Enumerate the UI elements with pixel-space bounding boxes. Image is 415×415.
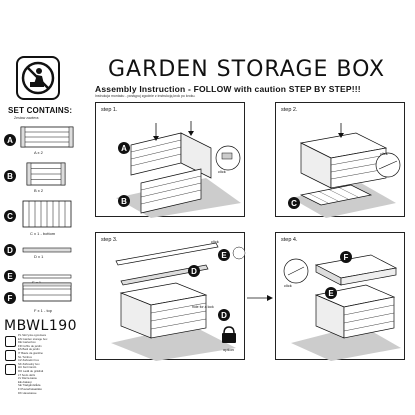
- part-e: E E x 1: [4, 270, 82, 288]
- svg-text:F: F: [344, 253, 349, 262]
- option-label: option: [223, 347, 234, 352]
- click-label: click: [380, 151, 388, 156]
- part-a: A A x 2: [4, 126, 82, 156]
- click-label: click: [218, 169, 226, 174]
- language-item: PL Skrzynia ogrodowa: [18, 333, 46, 337]
- language-item: FI Puutarhalaatikko: [18, 386, 43, 391]
- step-2-illustration: C: [288, 123, 401, 218]
- panel-b-drawing: [26, 162, 66, 186]
- svg-text:C: C: [291, 199, 297, 208]
- language-item: RO Ladă de grădină: [18, 368, 44, 373]
- part-f: F F x 1 - top: [4, 288, 82, 314]
- warning-mini-icon: [5, 350, 16, 361]
- part-caption: D x 1: [34, 254, 44, 259]
- language-item: LT Sodo dėžė: [18, 372, 36, 377]
- parts-sidebar: SET CONTAINS: Zestaw zawiera: A A x 2 B …: [4, 50, 82, 395]
- panel-c-drawing: [22, 200, 72, 228]
- svg-text:A: A: [121, 144, 127, 153]
- step-3-illustration: E D D: [111, 242, 246, 361]
- padlock-icon: [222, 326, 236, 343]
- model-number: MBWL190: [4, 318, 78, 334]
- part-caption: A x 2: [34, 150, 43, 155]
- svg-text:E: E: [328, 289, 334, 298]
- part-badge: E: [4, 270, 16, 282]
- warning-mini-icon: [5, 336, 16, 347]
- language-item: CZ Zahradní box: [18, 358, 39, 363]
- step-1-panel: step 1. A B click: [95, 102, 245, 218]
- rail-e-drawing: [22, 274, 72, 279]
- page-subtitle: Assembly Instruction - FOLLOW with cauti…: [95, 84, 361, 94]
- part-badge: C: [4, 210, 16, 222]
- part-caption: B x 2: [34, 188, 44, 193]
- click-label: click: [211, 239, 219, 244]
- part-caption: F x 1 - top: [34, 308, 53, 313]
- language-item: EN Garden storage box: [18, 336, 48, 341]
- step-2-panel: step 2. C click: [275, 102, 405, 218]
- svg-text:B: B: [121, 197, 127, 206]
- step-label: step 2.: [281, 107, 298, 113]
- language-item: EE Aiakast: [18, 379, 32, 384]
- click-label: click: [284, 283, 292, 288]
- svg-text:D: D: [191, 267, 197, 276]
- part-badge: D: [4, 244, 16, 256]
- part-caption: E x 1: [32, 280, 42, 285]
- step-1-illustration: A B: [116, 121, 241, 218]
- language-item: LV Dārza kaste: [18, 376, 37, 381]
- part-badge: A: [4, 134, 16, 146]
- svg-text:E: E: [221, 251, 227, 260]
- language-item: DK Havekasse: [18, 390, 37, 395]
- language-item: SK Záhradný box: [18, 361, 40, 366]
- language-item: FR Coffre de jardin: [18, 343, 42, 348]
- step-label: step 4.: [281, 237, 298, 243]
- step-4-illustration: F E: [283, 251, 401, 361]
- language-item: IT Baule da giardino: [18, 350, 43, 355]
- part-badge: B: [4, 170, 16, 182]
- language-item: ES Baúl de jardín: [18, 347, 40, 352]
- lock-note: hole for a lock: [192, 305, 214, 309]
- language-item: DE Gartenbox: [18, 340, 36, 345]
- part-badge: F: [4, 292, 16, 304]
- step-4-panel: step 4. F E click: [275, 232, 405, 361]
- step-label: step 1.: [101, 107, 118, 113]
- set-contains-subtitle: Zestaw zawiera:: [14, 116, 40, 120]
- step-3-panel: step 3. E D D click hole for a lock opti…: [95, 232, 246, 361]
- step-label: step 3.: [101, 237, 118, 243]
- part-c: C C x 1 - bottom: [4, 200, 82, 238]
- warning-mini-icon: [5, 364, 16, 375]
- part-caption: C x 1 - bottom: [30, 231, 56, 236]
- panel-f-drawing: [22, 282, 72, 302]
- language-item: SE Trädgårdslåda: [18, 383, 41, 388]
- page-subtitle-pl: Instrukcja montażu - postępuj zgodnie z …: [95, 94, 196, 98]
- part-d: D D x 1: [4, 244, 82, 262]
- no-children-icon: [16, 56, 60, 100]
- set-contains-title: SET CONTAINS:: [8, 106, 73, 115]
- language-item: HU Kerti tároló: [18, 365, 37, 370]
- svg-text:D: D: [221, 311, 227, 320]
- language-item: NL Tuinbox: [18, 354, 33, 359]
- panel-a-drawing: [20, 126, 74, 148]
- part-b: B B x 2: [4, 162, 82, 194]
- rail-d-drawing: [22, 247, 72, 253]
- page-title: GARDEN STORAGE BOX: [108, 57, 386, 82]
- arrow-icon: [247, 295, 273, 301]
